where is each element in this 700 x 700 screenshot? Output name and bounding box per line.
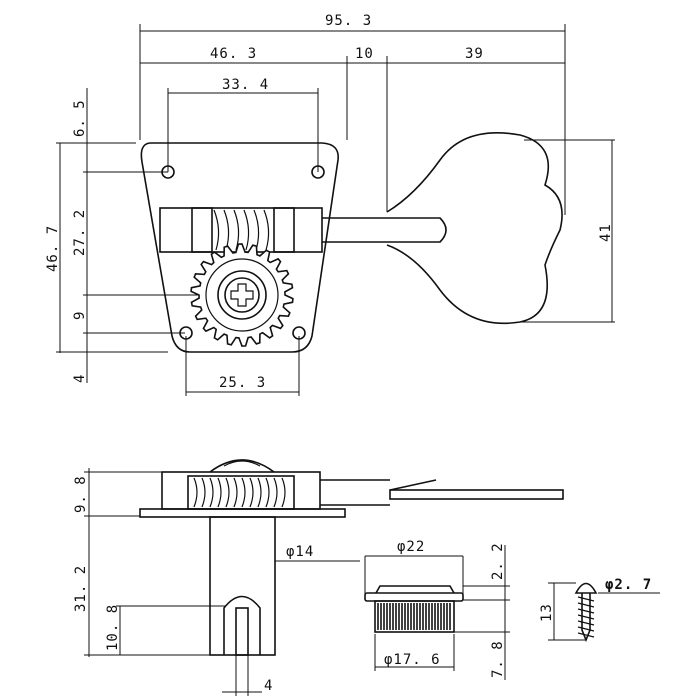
dim-shaft-offset: 10	[355, 46, 374, 62]
dim-bottom-edge: 4	[72, 374, 88, 383]
gear-wheel	[190, 243, 294, 347]
dim-plate-height: 46. 7	[45, 225, 61, 272]
side-baseplate	[139, 508, 346, 518]
dim-top-edge: 6. 5	[72, 99, 88, 137]
dim-post-height: 31. 2	[73, 565, 89, 612]
bushing-view: φ22 φ17. 6 2. 2 7. 8	[364, 539, 510, 680]
tuner-baseplate	[140, 142, 339, 353]
dim-slot-width: 4	[264, 678, 273, 694]
dim-screw-length: 13	[539, 603, 555, 622]
dim-gear-to-hole: 9	[72, 311, 88, 320]
dim-hole-spacing-bottom: 25. 3	[219, 375, 266, 391]
dim-screw-diameter: φ2. 7	[605, 577, 652, 593]
dim-slot-height: 10. 8	[105, 604, 121, 651]
dim-post-diameter: φ14	[286, 544, 314, 560]
string-slot	[223, 595, 261, 655]
bushing-knurl	[377, 603, 451, 630]
gear-teeth-side	[193, 477, 286, 508]
dim-side-plate-height: 9. 8	[73, 475, 89, 513]
bushing-body	[374, 600, 455, 633]
string-post	[209, 516, 276, 656]
dim-bushing-body: 7. 8	[490, 640, 506, 678]
screw-icon	[574, 582, 598, 594]
side-key	[389, 489, 564, 500]
dim-plate-width-top: 46. 3	[210, 46, 257, 62]
mount-hole-top-right	[311, 165, 325, 179]
mount-hole-top-left	[161, 165, 175, 179]
dim-bushing-outer: φ22	[397, 539, 425, 555]
phillips-screw-icon	[230, 283, 254, 307]
dim-bushing-flange: 2. 2	[490, 542, 506, 580]
tuner-key	[386, 132, 563, 325]
wood-screw-view: 13 φ2. 7	[539, 577, 660, 643]
shaft	[322, 217, 447, 243]
top-view: 95. 3 46. 3 10 39 33. 4 6. 5 46. 7 27. 2…	[45, 13, 615, 396]
bushing-flange	[364, 592, 464, 602]
dim-to-shaft: 27. 2	[72, 209, 88, 256]
dim-knob-height: 41	[598, 223, 614, 242]
dim-overall-length: 95. 3	[325, 13, 372, 29]
dim-hole-spacing-top: 33. 4	[222, 77, 269, 93]
dim-bushing-inner: φ17. 6	[384, 652, 441, 668]
dim-shaft-to-knob: 39	[465, 46, 484, 62]
side-view: 9. 8 φ14 31. 2 10. 8 4	[73, 459, 564, 696]
